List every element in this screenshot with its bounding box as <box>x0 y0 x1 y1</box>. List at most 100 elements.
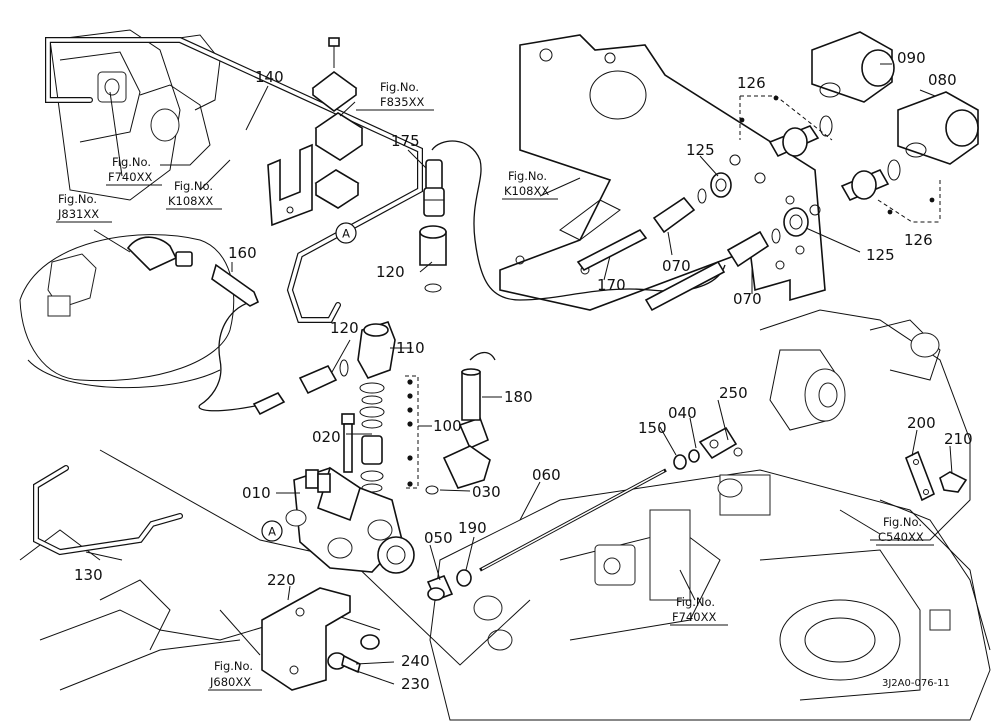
seal-kit-100 <box>359 375 419 493</box>
valve-010 <box>285 466 415 574</box>
fig-ref-title: Fig.No. <box>676 595 715 609</box>
fig-ref-code: J680XX <box>209 675 251 689</box>
label-090: 090 <box>897 49 926 67</box>
pin-050 <box>426 574 454 602</box>
adapter-120-top <box>419 225 447 293</box>
bracket-220 <box>261 587 351 691</box>
fig-ref-title: Fig.No. <box>174 179 213 193</box>
callout-a-top: A <box>335 222 357 244</box>
hose-guard-lower <box>644 260 726 312</box>
label-030: 030 <box>472 483 501 501</box>
label-230: 230 <box>401 675 430 693</box>
washer-040 <box>688 449 700 463</box>
label-130: 130 <box>74 566 103 584</box>
label-125-upper: 125 <box>686 141 715 159</box>
fig-ref-f740-bottom: Fig.No. F740XX <box>670 595 728 626</box>
label-120-left: 120 <box>330 319 359 337</box>
fig-ref-title: Fig.No. <box>508 169 547 183</box>
label-210: 210 <box>944 430 973 448</box>
fig-ref-code: F740XX <box>672 610 716 624</box>
bolt-f835 <box>311 37 364 209</box>
hose-end-fitting <box>126 236 193 271</box>
fig-ref-f740-top: Fig.No. F740XX <box>106 155 162 186</box>
fitting-070-upper <box>652 188 707 234</box>
bolt-020 <box>341 413 355 473</box>
label-170: 170 <box>597 276 626 294</box>
nut-240 <box>360 634 380 650</box>
label-120-top: 120 <box>376 263 405 281</box>
bracket-k108-left <box>267 143 313 227</box>
bracket-200 <box>904 450 936 502</box>
callout-a-top-label: A <box>342 227 350 241</box>
label-240: 240 <box>401 652 430 670</box>
fig-ref-j680: Fig.No. J680XX <box>208 659 262 691</box>
bolt-230 <box>327 652 361 674</box>
bolt-210 <box>939 471 968 493</box>
fig-ref-code: F835XX <box>380 95 424 109</box>
fig-ref-k108-left: Fig.No. K108XX <box>166 179 222 210</box>
label-050: 050 <box>424 529 453 547</box>
fig-ref-k108-right: Fig.No. K108XX <box>502 169 558 200</box>
fig-ref-title: Fig.No. <box>112 155 151 169</box>
label-125-lower: 125 <box>866 246 895 264</box>
fig-ref-title: Fig.No. <box>883 515 922 529</box>
label-060: 060 <box>532 466 561 484</box>
elbow-030 <box>425 416 491 495</box>
fig-ref-f835: Fig.No. F835XX <box>356 80 434 111</box>
fig-ref-code: K108XX <box>504 184 549 198</box>
hose-lower <box>252 391 286 416</box>
fig-ref-c540: Fig.No. C540XX <box>876 515 934 546</box>
label-110: 110 <box>396 339 425 357</box>
coupler-090 <box>811 31 895 103</box>
label-175: 175 <box>391 132 420 150</box>
label-070-lower: 070 <box>733 290 762 308</box>
label-200: 200 <box>907 414 936 432</box>
label-126-upper: 126 <box>737 74 766 92</box>
label-190: 190 <box>458 519 487 537</box>
collar-190 <box>456 569 472 587</box>
nut-125-lower <box>783 207 809 237</box>
part-labels: 140 175 160 120 120 110 100 180 020 010 … <box>74 49 973 693</box>
dashed-groups <box>739 95 941 223</box>
fig-ref-j831: Fig.No. J831XX <box>56 192 112 223</box>
fig-ref-code: C540XX <box>878 530 924 544</box>
nut-125-upper <box>710 172 732 198</box>
label-010: 010 <box>242 484 271 502</box>
fitting-175 <box>423 159 445 217</box>
fig-ref-title: Fig.No. <box>58 192 97 206</box>
adapter-126-lower <box>840 159 901 202</box>
fig-ref-code: K108XX <box>168 194 213 208</box>
leader-lines <box>85 63 953 685</box>
clevis-250 <box>698 426 743 460</box>
coupler-080 <box>897 91 979 165</box>
rod-060 <box>479 468 667 572</box>
label-070-upper: 070 <box>662 257 691 275</box>
label-140: 140 <box>255 68 284 86</box>
fig-ref-code: J831XX <box>57 207 99 221</box>
adapter-120-left <box>298 359 349 395</box>
diagram-code: 3J2A0-076-11 <box>882 678 950 689</box>
label-126-lower: 126 <box>904 231 933 249</box>
fig-ref-title: Fig.No. <box>214 659 253 673</box>
nut-150 <box>673 454 687 470</box>
label-040: 040 <box>668 404 697 422</box>
hose-180 <box>461 368 481 421</box>
tank-outline <box>19 234 235 389</box>
fig-ref-title: Fig.No. <box>380 80 419 94</box>
fig-ref-code: F740XX <box>108 170 152 184</box>
rear-transmission-housing <box>429 309 991 721</box>
fitting-070-lower <box>726 228 781 268</box>
hose-160 <box>211 263 260 307</box>
pipe-140 <box>45 37 423 323</box>
label-150: 150 <box>638 419 667 437</box>
label-160: 160 <box>228 244 257 262</box>
callout-a-bottom-label: A <box>268 525 276 539</box>
hose-170 <box>576 228 648 272</box>
label-250: 250 <box>719 384 748 402</box>
adapter-126-upper <box>768 115 833 158</box>
label-220: 220 <box>267 571 296 589</box>
label-080: 080 <box>928 71 957 89</box>
pipe-130 <box>33 465 183 556</box>
label-020: 020 <box>312 428 341 446</box>
